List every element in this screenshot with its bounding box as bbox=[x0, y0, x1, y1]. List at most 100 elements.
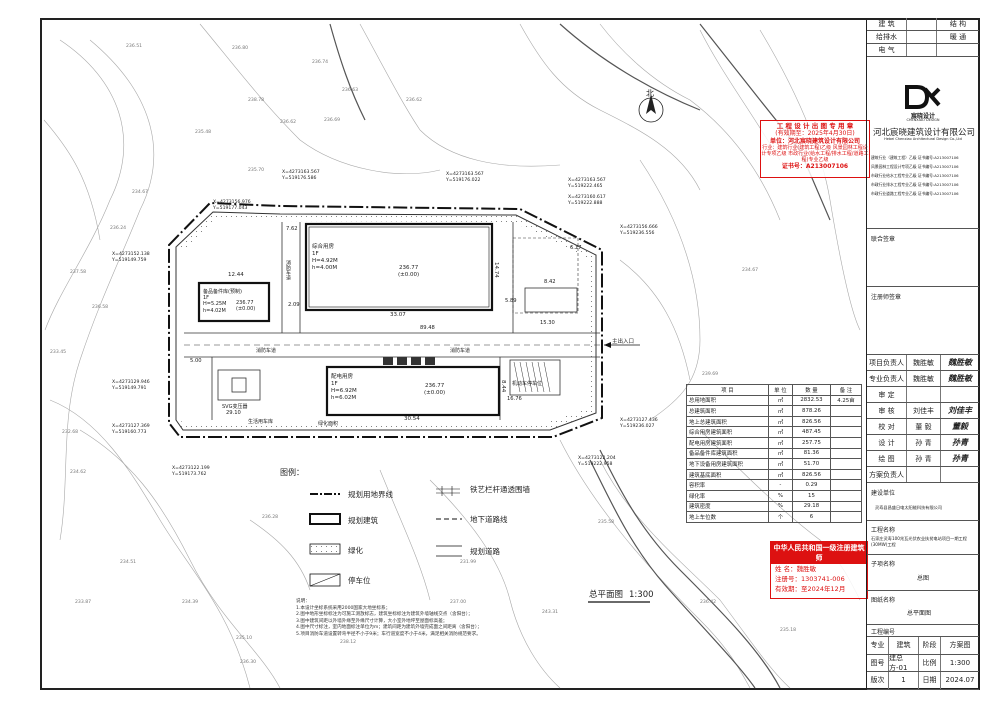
info-cell: 阶段 bbox=[919, 637, 941, 654]
dist-building-depth: 8.44 bbox=[500, 380, 506, 393]
info-cell: 专业 bbox=[867, 637, 889, 654]
stats-header: 项 目单 位数 量备 注 bbox=[686, 384, 863, 396]
info-cell: 图号 bbox=[867, 654, 889, 671]
drawing-sheet-border bbox=[40, 18, 980, 690]
main-building-inner bbox=[308, 226, 490, 308]
spot-height-label: 235.70 bbox=[248, 168, 265, 173]
dimension-label: 15.30 bbox=[540, 320, 555, 326]
info-cell: 方案图 bbox=[949, 641, 971, 650]
main-building-label: 综合用房 1F H=4.92M h=4.00M bbox=[312, 244, 338, 271]
coordinate-label: X=4273156.976 Y=519177.043 bbox=[213, 200, 251, 211]
coordinate-label: X=4273163.567 Y=519222.465 bbox=[568, 178, 606, 189]
storage-building-label: 备品备件库(预制) 1F H=5.25M h=4.02M bbox=[203, 289, 242, 314]
dimension-label: 5.00 bbox=[190, 358, 202, 364]
architect-registration-stamp: 中华人民共和国一级注册建筑师 姓 名：魏胜敏 注册号：1303741-006 有… bbox=[770, 541, 868, 599]
dimension-label: 6.27 bbox=[570, 245, 582, 251]
spot-height-label: 232.68 bbox=[62, 430, 79, 435]
discipline-row-2: 给排水 暖 通 bbox=[867, 31, 979, 44]
green-area-label: 绿化面积 bbox=[318, 421, 339, 427]
storage-building-width: 12.44 bbox=[228, 272, 244, 278]
dimension-label: 16.76 bbox=[507, 396, 522, 402]
personnel-row: 审 核刘佳丰刘佳丰 bbox=[867, 403, 979, 419]
tank-area bbox=[512, 237, 579, 314]
legend-item-underground: 地下道路线 bbox=[470, 515, 508, 524]
personnel-row: 项目负责人魏胜敏魏胜敏 bbox=[867, 355, 979, 371]
svg-transformer-label: SVG变压器 bbox=[222, 404, 248, 410]
spot-height-label: 236.58 bbox=[92, 305, 109, 310]
parking-marks bbox=[513, 361, 551, 393]
coordinate-label: X=4273127.369 Y=519160.773 bbox=[112, 424, 150, 435]
spot-height-label: 231.99 bbox=[460, 560, 477, 565]
spot-height-label: 236.30 bbox=[240, 660, 257, 665]
fire-road-label-1: 消防车道 bbox=[256, 348, 277, 354]
spot-height-label: 234.51 bbox=[120, 560, 137, 565]
discipline-row-3: 电 气 bbox=[867, 44, 979, 57]
dimension-label: 5.89 bbox=[505, 298, 517, 304]
info-cell: 版次 bbox=[867, 672, 889, 689]
dimension-label: 8.42 bbox=[544, 279, 556, 285]
design-seal-stamp: 工 程 设 计 出 图 专 用 章 (有效期至：2025年4月30日) 单位：河… bbox=[760, 120, 870, 178]
subproject-section: 子项名称 总图 bbox=[867, 555, 979, 591]
spot-height-label: 243.31 bbox=[542, 610, 559, 615]
spot-height-label: 234.67 bbox=[742, 268, 759, 273]
spot-height-label: 233.45 bbox=[50, 350, 67, 355]
dist-building-label: 配电用房 1F H=6.92M h=6.02M bbox=[331, 374, 357, 401]
spot-height-label: 236.74 bbox=[312, 60, 329, 65]
slope-lines bbox=[329, 23, 831, 689]
project-number-section: 工程编号 bbox=[867, 625, 979, 637]
north-arrow-icon bbox=[638, 94, 664, 123]
coordinate-label: X=4273122.204 Y=519222.958 bbox=[578, 456, 616, 467]
spot-height-label: 238.78 bbox=[248, 98, 265, 103]
spot-height-label: 234.62 bbox=[70, 470, 87, 475]
title-block: 建 筑 结 构 给排水 暖 通 电 气 宸晓设计 CHENXIAO DESIGN… bbox=[866, 18, 980, 690]
fire-road-label-2: 消防车道 bbox=[450, 348, 471, 354]
dist-building-width: 30.54 bbox=[404, 416, 420, 422]
dist-building-elevation: 236.77(±0.00) bbox=[424, 383, 446, 396]
spot-height-label: 236.63 bbox=[342, 88, 359, 93]
reg-sign-section: 注册师签章 bbox=[867, 287, 979, 355]
legend-item-fence: 铁艺栏杆通透围墙 bbox=[470, 485, 530, 494]
drawing-name-section: 图纸名称 总平面图 bbox=[867, 591, 979, 625]
stats-row: 容积率-0.29 bbox=[686, 479, 863, 491]
coordinate-label: X=4273156.666 Y=519236.556 bbox=[620, 225, 658, 236]
qualifications: 建筑行业（建筑工程）乙级 证书编号:A213007106 风景园林工程设计专项乙… bbox=[871, 155, 959, 196]
personnel-row: 审 定 bbox=[867, 387, 979, 403]
main-building-depth: 14.74 bbox=[493, 262, 499, 278]
site-boundary bbox=[168, 201, 603, 438]
spot-height-label: 235.18 bbox=[780, 628, 797, 633]
spot-height-label: 237.00 bbox=[450, 600, 467, 605]
cooling-units bbox=[383, 357, 435, 365]
company-logo-icon bbox=[903, 85, 943, 109]
spot-height-label: 236.51 bbox=[126, 44, 143, 49]
design-notes: 说明： 1.本设计坐标系统采用2000国家大地坐标系； 2.图中地形坐标标注为可… bbox=[296, 599, 482, 637]
info-cell: 2024.07 bbox=[945, 676, 975, 685]
dimension-label: 7.62 bbox=[286, 226, 298, 232]
contour-lines bbox=[43, 23, 861, 689]
project-section: 工程名称 石家庄灵寿100兆瓦光伏农业扶贫电站项目一期工程(30MW)工程 bbox=[867, 521, 979, 555]
transformer-box bbox=[217, 369, 261, 401]
client-section: 建设单位 灵寿县昌盛日电太阳能科技有限公司 bbox=[867, 483, 979, 521]
spot-height-label: 235.10 bbox=[236, 636, 253, 641]
company-name-en: Hebei Chenxiao Architectural Design Co.,… bbox=[884, 137, 962, 141]
dimension-label: 2.09 bbox=[288, 302, 300, 308]
spot-height-label: 236.42 bbox=[700, 600, 717, 605]
coordinate-label: X=4273163.567 Y=519176.586 bbox=[282, 170, 320, 181]
storage-building bbox=[197, 281, 271, 323]
transformer-core bbox=[231, 377, 247, 393]
main-building-elevation: 236.77(±0.00) bbox=[398, 265, 420, 278]
spot-height-label: 236.80 bbox=[232, 46, 249, 51]
coordinate-label: X=4273152.138 Y=519149.759 bbox=[112, 252, 150, 263]
main-entry-label: 主出入口 bbox=[612, 339, 635, 345]
logo-sub: CHENXIAO DESIGN bbox=[906, 118, 940, 122]
discipline-row-1: 建 筑 结 构 bbox=[867, 18, 979, 31]
